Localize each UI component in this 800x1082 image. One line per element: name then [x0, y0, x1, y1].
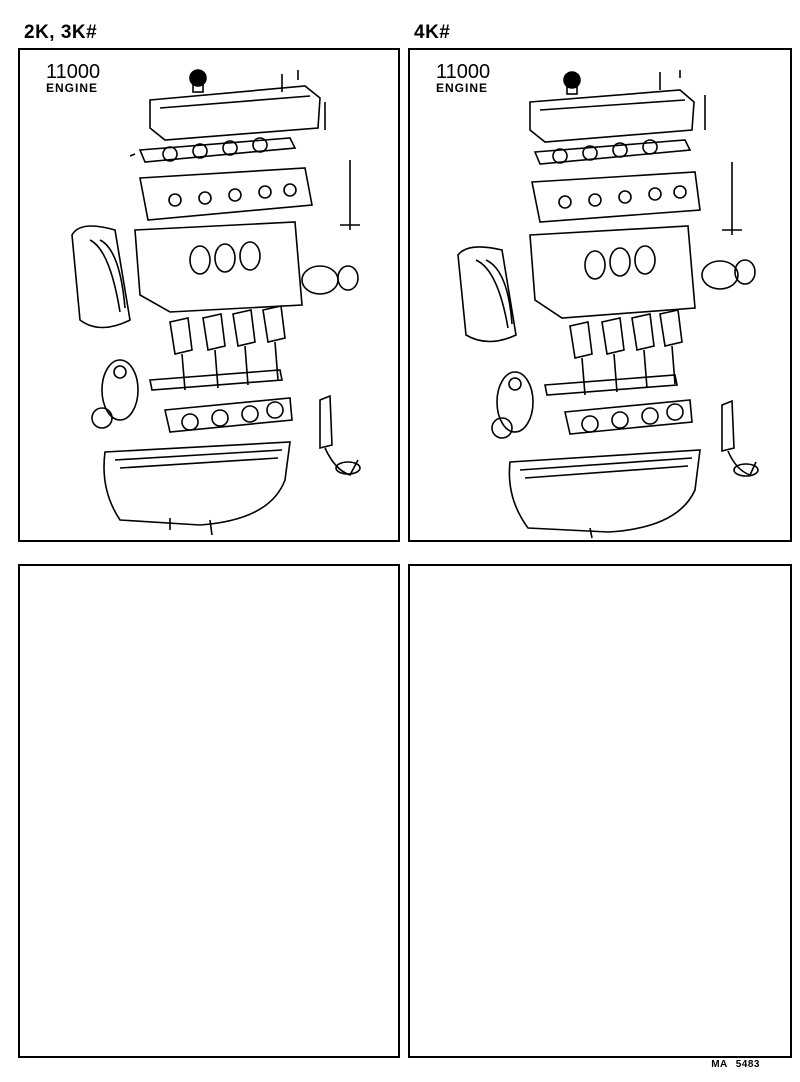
empty-panel-4k — [408, 564, 792, 1058]
engine-exploded-diagram-icon — [71, 69, 361, 536]
diagram-panel-2k-3k: 11000 ENGINE — [18, 48, 400, 542]
model-label-4k: 4K# — [414, 22, 451, 43]
engine-exploded-diagram-icon — [457, 70, 759, 539]
model-label-2k-3k: 2K, 3K# — [24, 22, 98, 43]
catalog-code: MA 5483 — [711, 1059, 760, 1070]
catalog-prefix: MA — [711, 1059, 728, 1070]
engine-label: ENGINE — [436, 81, 489, 95]
diagram-panel-4k: 11000 ENGINE — [408, 48, 792, 542]
engine-label: ENGINE — [46, 81, 99, 95]
engine-code: 11000 — [46, 61, 101, 83]
empty-panel-2k-3k — [18, 564, 400, 1058]
engine-code: 11000 — [436, 61, 491, 83]
catalog-number: 5483 — [735, 1059, 760, 1070]
